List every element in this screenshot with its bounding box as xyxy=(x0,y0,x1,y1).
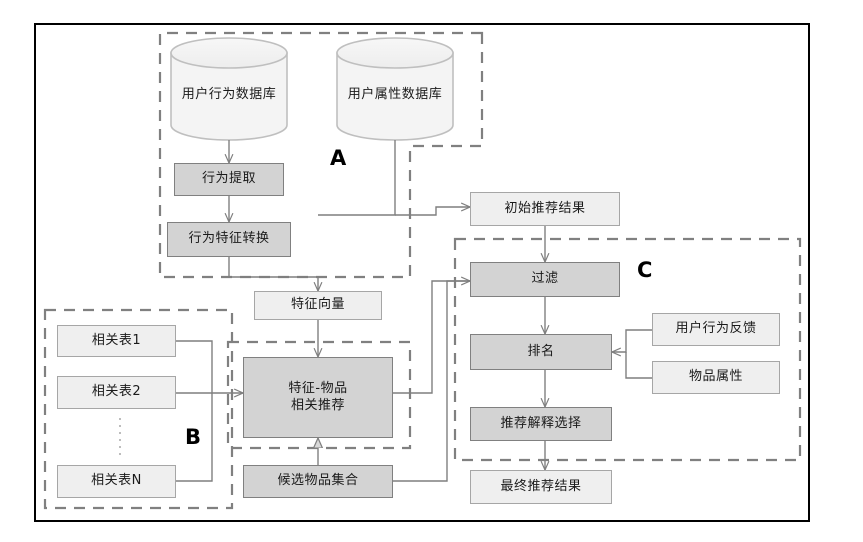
node-final-recommend-result[interactable]: 最终推荐结果 xyxy=(470,470,612,504)
group-label-a: A xyxy=(330,146,347,170)
cylinder-user-behavior-db xyxy=(170,37,288,141)
group-label-b: B xyxy=(185,425,202,449)
node-user-behavior-feedback[interactable]: 用户行为反馈 xyxy=(652,313,780,346)
group-b-dashed-boundary xyxy=(43,308,234,510)
user-attribute-db-label: 用户属性数据库 xyxy=(347,87,443,102)
node-related-table-1[interactable]: 相关表1 xyxy=(57,325,176,357)
edge-feedback-to-ranking xyxy=(612,329,652,352)
edge-candidate-to-filter-bus xyxy=(393,280,470,482)
cylinder-user-attribute-db xyxy=(336,37,454,141)
node-candidate-item-set[interactable]: 候选物品集合 xyxy=(243,465,393,498)
edge-attrdb-to-initial-result xyxy=(395,207,470,216)
node-related-table-2[interactable]: 相关表2 xyxy=(57,376,176,409)
edge-itemattr-to-ranking xyxy=(625,352,652,379)
node-feature-item-recommend-line1: 特征-物品 xyxy=(288,381,348,397)
node-recommend-explain-select[interactable]: 推荐解释选择 xyxy=(470,407,612,441)
node-feature-item-recommend-line2: 相关推荐 xyxy=(290,397,345,413)
node-feature-vector[interactable]: 特征向量 xyxy=(254,291,382,320)
node-behavior-extraction[interactable]: 行为提取 xyxy=(174,163,284,196)
node-related-table-n[interactable]: 相关表N xyxy=(57,465,176,498)
node-behavior-feature-transform[interactable]: 行为特征转换 xyxy=(167,222,291,257)
node-ranking[interactable]: 排名 xyxy=(470,334,612,370)
group-c-dashed-boundary xyxy=(453,237,802,462)
edge-transform-to-featurevector xyxy=(228,257,318,291)
node-item-attribute[interactable]: 物品属性 xyxy=(652,361,780,394)
node-feature-item-recommend[interactable]: 特征-物品 相关推荐 xyxy=(243,357,393,438)
node-filter[interactable]: 过滤 xyxy=(470,262,620,297)
node-initial-recommend-result[interactable]: 初始推荐结果 xyxy=(470,192,620,226)
edge-recommend-to-filter xyxy=(393,281,470,394)
group-middle-dashed-boundary xyxy=(226,340,412,450)
group-label-c: C xyxy=(637,258,653,282)
edge-tablen-to-bus xyxy=(176,393,213,482)
user-behavior-db-label: 用户行为数据库 xyxy=(181,87,277,102)
edge-table1-to-recommend xyxy=(176,340,243,393)
